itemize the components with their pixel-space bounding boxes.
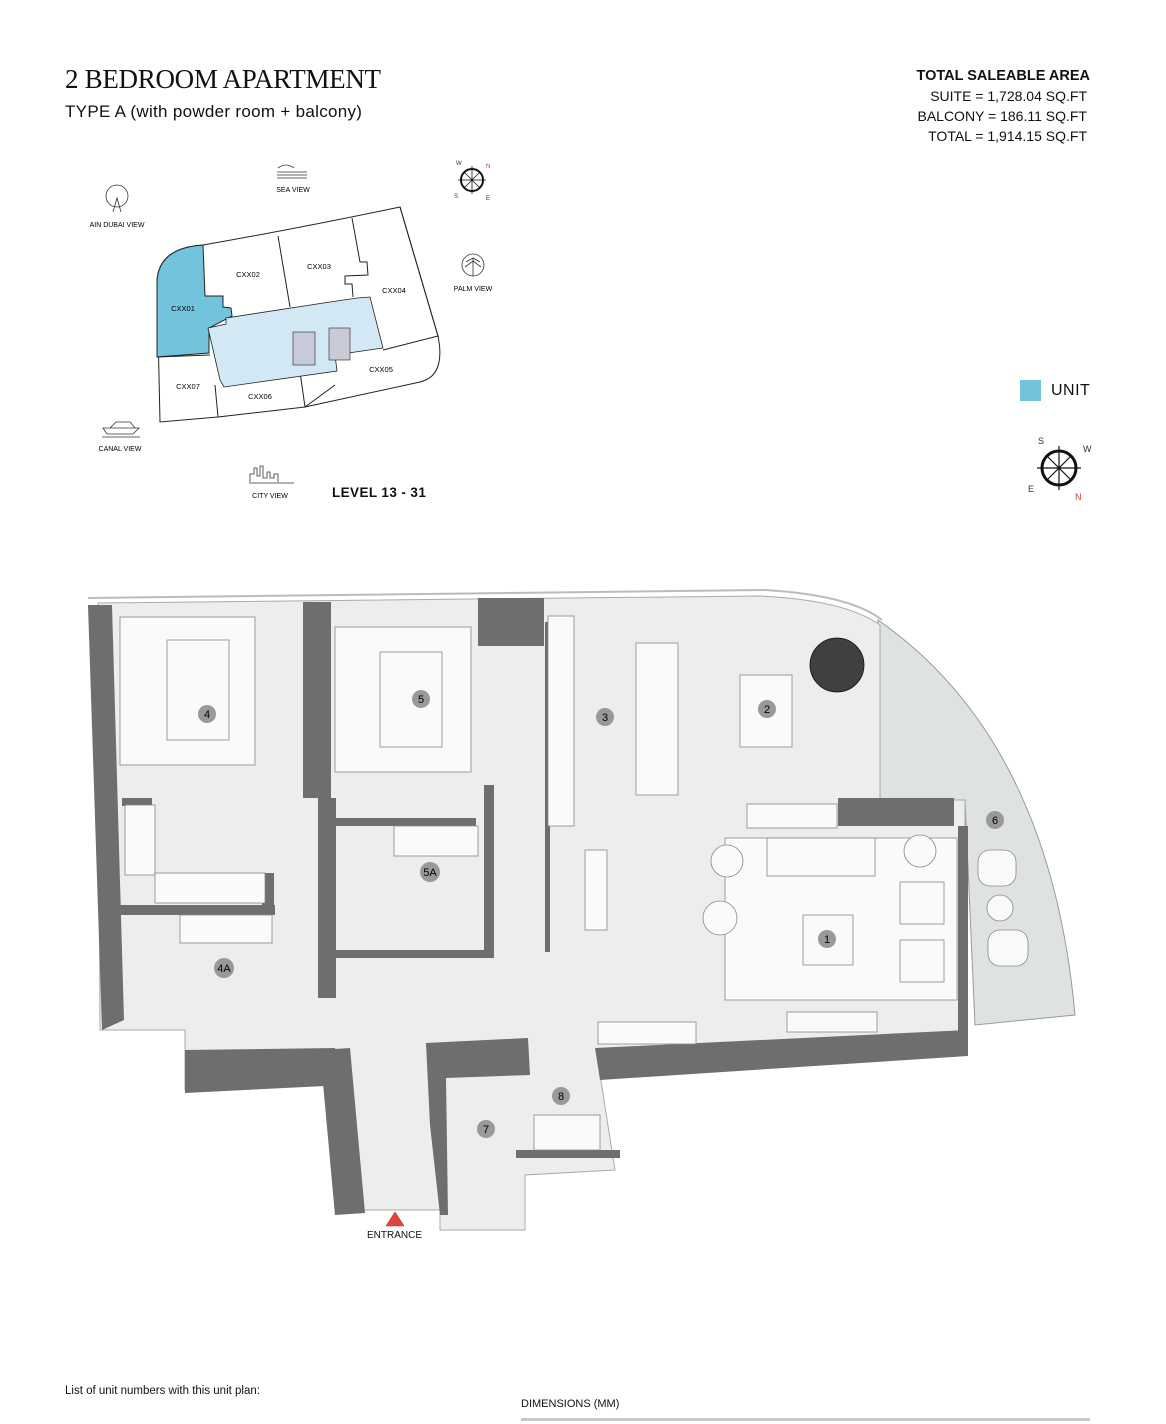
room-6: 6: [986, 811, 1004, 829]
room-4a: 4A: [214, 958, 234, 978]
entrance-label: ENTRANCE: [367, 1230, 423, 1241]
ain-dubai-view-label: AIN DUBAI VIEW: [90, 222, 145, 229]
sea-view-icon: [277, 164, 307, 179]
svg-text:W: W: [456, 161, 462, 167]
walls: [88, 598, 968, 1215]
svg-text:S: S: [454, 194, 458, 200]
room-7: 7: [477, 1120, 495, 1138]
room-8: 8: [552, 1087, 570, 1105]
svg-text:W: W: [1083, 444, 1092, 454]
room-1: 1: [818, 930, 836, 948]
svg-text:5: 5: [418, 694, 424, 706]
dimensions-label: DIMENSIONS (MM): [521, 1398, 620, 1410]
svg-text:S: S: [1038, 436, 1044, 446]
level-label: LEVEL 13 - 31: [332, 485, 427, 500]
lift-core: [328, 327, 351, 361]
svg-text:1: 1: [824, 934, 830, 946]
svg-text:8: 8: [558, 1091, 564, 1103]
unit-label: CXX07: [176, 382, 200, 391]
unit-dividers: [156, 206, 439, 418]
svg-text:4: 4: [204, 709, 210, 721]
unit-label: CXX06: [248, 392, 272, 401]
compass-icon: S W E N: [1028, 436, 1092, 502]
ain-dubai-icon: [105, 184, 129, 213]
sea-view-label: SEA VIEW: [276, 187, 310, 194]
unit-label: CXX05: [369, 365, 393, 374]
canal-view-label: CANAL VIEW: [99, 446, 142, 453]
area-total: TOTAL = 1,914.15 SQ.FT: [928, 128, 1087, 144]
svg-text:E: E: [1028, 484, 1034, 494]
palm-view-label: PALM VIEW: [454, 286, 493, 293]
room-numbers: 1 2 3 4 5 6 7 8 4A 5A: [198, 690, 1004, 1138]
page-title: 2 BEDROOM APARTMENT: [65, 64, 381, 94]
legend-label: UNIT: [1051, 381, 1091, 399]
facade-line: [87, 588, 883, 621]
area-balcony: BALCONY = 186.11 SQ.FT: [917, 108, 1087, 124]
room-2: 2: [758, 700, 776, 718]
unit-swatch: [1020, 380, 1041, 401]
dimensions-divider: [521, 1418, 1090, 1421]
svg-text:N: N: [486, 164, 490, 170]
legend: UNIT: [1020, 380, 1090, 401]
svg-text:3: 3: [602, 712, 608, 724]
room-3: 3: [596, 708, 614, 726]
svg-text:4A: 4A: [217, 963, 231, 975]
compass-small-icon: W N S E: [454, 161, 490, 202]
unit-label: CXX04: [382, 286, 406, 295]
svg-text:5A: 5A: [423, 867, 437, 879]
saleable-area: TOTAL SALEABLE AREA SUITE = 1,728.04 SQ.…: [917, 66, 1090, 146]
lift-core: [292, 331, 316, 366]
area-heading: TOTAL SALEABLE AREA: [916, 68, 1090, 84]
svg-text:2: 2: [764, 704, 770, 716]
unit-label: CXX03: [307, 262, 331, 271]
page-subtitle: TYPE A (with powder room + balcony): [65, 102, 363, 121]
entrance-icon: [385, 1211, 405, 1227]
area-suite: SUITE = 1,728.04 SQ.FT: [930, 88, 1087, 104]
floor-plan: 1 2 3 4 5 6 7 8 4A 5A: [87, 588, 1076, 1231]
unit-label: CXX02: [236, 270, 260, 279]
key-plan: SEA VIEW AIN DUBAI VIEW PALM VIEW CANAL …: [90, 161, 493, 500]
unit-list-label: List of unit numbers with this unit plan…: [65, 1385, 260, 1397]
unit-cxx01-highlight: [156, 244, 233, 358]
svg-text:N: N: [1075, 492, 1082, 502]
balcony: [877, 619, 1076, 1026]
room-5a: 5A: [420, 862, 440, 882]
svg-text:E: E: [486, 196, 490, 202]
city-view-icon: [249, 465, 294, 484]
room-4: 4: [198, 705, 216, 723]
svg-text:6: 6: [992, 815, 998, 827]
canal-view-icon: [102, 421, 140, 438]
palm-view-icon: [461, 253, 485, 277]
unit-label: CXX01: [171, 304, 195, 313]
svg-text:7: 7: [483, 1124, 489, 1136]
room-5: 5: [412, 690, 430, 708]
city-view-label: CITY VIEW: [252, 493, 288, 500]
furniture: [119, 615, 1029, 1151]
